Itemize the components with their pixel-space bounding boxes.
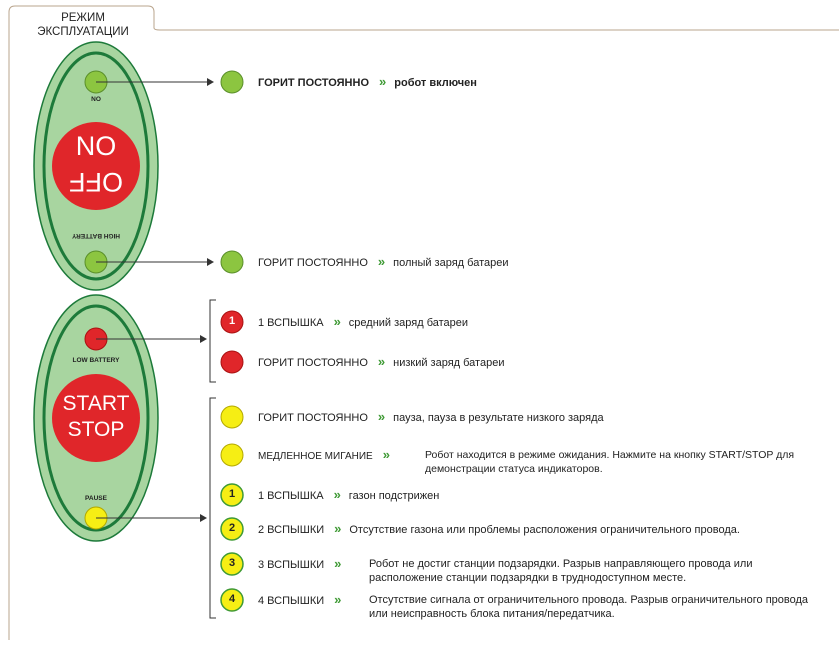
row-state: МЕДЛЕННОЕ МИГАНИЕ — [258, 451, 373, 462]
row-desc: Отсутствие газона или проблемы расположе… — [349, 524, 740, 536]
led-row-on-steady — [220, 70, 244, 94]
arrow-icon: » — [334, 556, 342, 571]
high-battery-label: HIGH BATTERY — [71, 232, 121, 239]
pause-label: PAUSE — [85, 495, 107, 502]
start-text: START — [62, 392, 130, 415]
led-row-pause-2 — [220, 517, 244, 541]
row-state: 1 ВСПЫШКА — [258, 317, 324, 329]
panel-border — [8, 5, 839, 640]
arrow-icon: » — [379, 74, 387, 89]
row-pause-slow-state: МЕДЛЕННОЕ МИГАНИЕ » — [258, 448, 398, 464]
led-row-battery-full — [220, 250, 244, 274]
row-state: ГОРИТ ПОСТОЯННО — [258, 412, 368, 424]
arrow-icon: » — [382, 447, 390, 462]
panel-title-line1: РЕЖИМ — [61, 12, 105, 24]
row-pause-1: 1 ВСПЫШКА » газон подстрижен — [258, 488, 439, 503]
row-pause-slow-desc: Робот находится в режиме ожидания. Нажми… — [425, 449, 795, 475]
led-row-battery-mid — [220, 310, 244, 334]
arrow-icon: » — [333, 487, 341, 502]
on-off-text-top: NO — [75, 131, 117, 161]
led-count-battery-mid: 1 — [228, 315, 236, 327]
row-pause-2: 2 ВСПЫШКИ » Отсутствие газона или проблемы… — [258, 522, 740, 537]
row-pause-4-desc: Отсутствие сигнала от ограничительного п… — [369, 594, 809, 620]
row-pause-steady: ГОРИТ ПОСТОЯННО » пауза, пауза в результат… — [258, 410, 604, 425]
led-count-pause-2: 2 — [228, 522, 236, 534]
row-state: 1 ВСПЫШКА — [258, 490, 324, 502]
arrow-icon: » — [377, 254, 386, 269]
row-state: 3 ВСПЫШКИ — [258, 559, 325, 571]
arrow-icon: » — [377, 409, 386, 424]
row-pause-3-state: 3 ВСПЫШКИ » — [258, 557, 349, 572]
row-desc: газон подстрижен — [348, 490, 440, 502]
led-row-pause-4 — [220, 588, 244, 612]
row-desc: полный заряд батареи — [393, 257, 509, 269]
on-off-button — [52, 122, 140, 210]
on-off-text-bottom: OFF — [69, 167, 123, 197]
row-pause-3-desc: Робот не достиг станции подзарядки. Разр… — [369, 558, 753, 584]
led-count-pause-3: 3 — [228, 557, 236, 569]
row-on-steady: ГОРИТ ПОСТОЯННО » робот включен — [258, 75, 477, 90]
low-battery-label: LOW BATTERY — [72, 357, 120, 364]
row-desc: средний заряд батареи — [348, 317, 469, 329]
arrow-icon: » — [334, 592, 342, 607]
top-device-ring — [42, 51, 150, 281]
row-state: ГОРИТ ПОСТОЯННО — [258, 77, 370, 89]
row-state: 4 ВСПЫШКИ — [258, 595, 325, 607]
row-state: ГОРИТ ПОСТОЯННО — [258, 357, 368, 369]
panel-title: РЕЖИМ ЭКСПЛУАТАЦИИ — [14, 11, 152, 39]
row-desc: робот включен — [394, 77, 477, 89]
row-state: 2 ВСПЫШКИ — [258, 524, 325, 536]
arrow-icon: » — [334, 521, 342, 536]
led-row-pause-slow — [220, 443, 244, 467]
led-row-pause-3 — [220, 552, 244, 576]
start-stop-button — [52, 374, 140, 462]
row-state: ГОРИТ ПОСТОЯННО — [258, 257, 368, 269]
no-led-label: NO — [91, 96, 101, 103]
row-battery-mid: 1 ВСПЫШКА » средний заряд батареи — [258, 315, 468, 330]
row-pause-4-state: 4 ВСПЫШКИ » — [258, 593, 349, 608]
led-count-pause-4: 4 — [228, 593, 236, 605]
panel-title-line2: ЭКСПЛУАТАЦИИ — [37, 26, 129, 38]
row-battery-low: ГОРИТ ПОСТОЯННО » низкий заряд батареи — [258, 355, 504, 370]
arrow-icon: » — [377, 354, 386, 369]
stop-text: STOP — [67, 418, 125, 441]
row-desc: пауза, пауза в результате низкого заряда — [393, 412, 604, 424]
led-row-pause-steady — [220, 405, 244, 429]
row-battery-full: ГОРИТ ПОСТОЯННО » полный заряд батареи — [258, 255, 508, 270]
led-row-pause-1 — [220, 483, 244, 507]
row-desc: низкий заряд батареи — [393, 357, 505, 369]
led-count-pause-1: 1 — [228, 488, 236, 500]
arrow-icon: » — [333, 314, 341, 329]
bottom-device-ring — [42, 304, 150, 532]
led-row-battery-low — [220, 350, 244, 374]
